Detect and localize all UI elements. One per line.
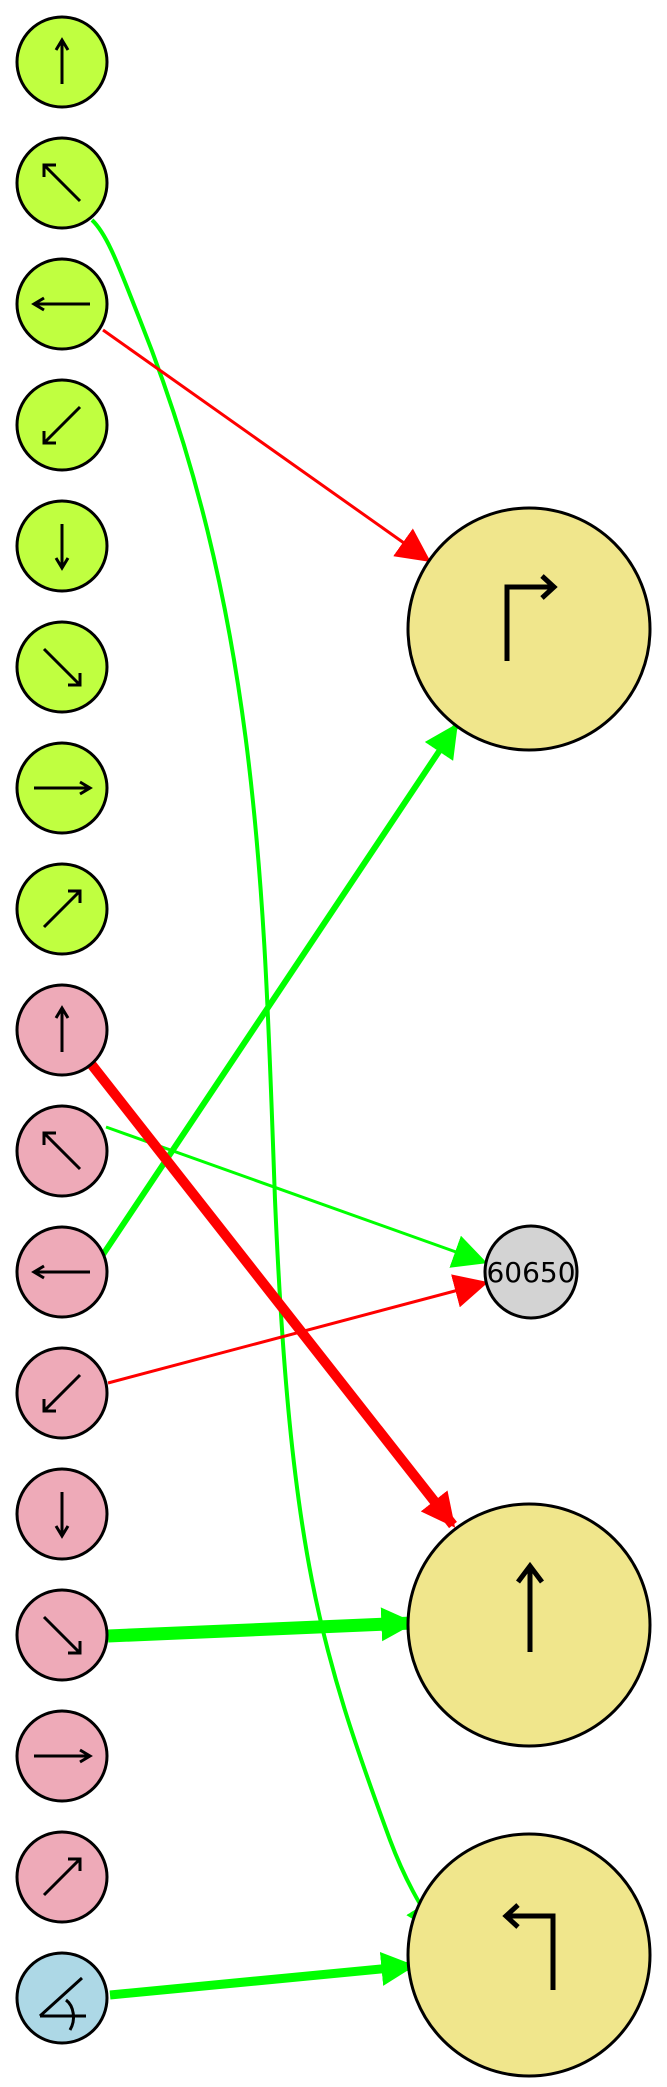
node-green-down-right: [15, 620, 109, 714]
node-pink-up-left: [15, 1104, 109, 1198]
node-blue-angle: [15, 1951, 109, 2045]
arrow-down-icon: [54, 1492, 70, 1539]
arrow-up-left-icon: [42, 1131, 82, 1171]
edge-green-pink-downright-to-up: [107, 1607, 416, 1643]
arrow-up-left-icon: [42, 163, 82, 203]
arrow-down-left-icon: [42, 1373, 82, 1413]
node-green-up-right: [15, 862, 109, 956]
node-gray-60650: 60650: [483, 1224, 579, 1320]
edge-green-pink-upleft-to-gray: [105, 1125, 488, 1268]
arrow-right-icon: [34, 780, 93, 796]
arrow-down-left-icon: [42, 405, 82, 445]
edge-red-pink-up-to-up: [84, 1056, 457, 1529]
arrow-right-icon: [34, 1748, 93, 1764]
arrow-down-right-icon: [42, 647, 82, 687]
edge-green-pink-left-to-turn-right: [91, 723, 459, 1270]
node-green-up: [15, 15, 109, 109]
node-green-up-left: [15, 136, 109, 230]
arrow-up-icon: [516, 1561, 544, 1652]
node-pink-up: [15, 983, 109, 1077]
turn-right-arrow-icon: [504, 574, 558, 661]
arrow-down-right-icon: [42, 1615, 82, 1655]
node-pink-right: [15, 1709, 109, 1803]
edge-green-angle-to-turn-left: [109, 1952, 416, 2000]
node-yellow-turn-right: [406, 506, 652, 752]
edges-layer: [84, 218, 489, 2000]
node-gray-label: 60650: [486, 1256, 575, 1289]
node-yellow-turn-left: [406, 1832, 652, 2078]
arrow-up-icon: [54, 37, 70, 84]
node-pink-down-right: [15, 1588, 109, 1682]
arrow-left-icon: [31, 296, 90, 312]
arrow-up-icon: [54, 1005, 70, 1052]
arrow-down-icon: [54, 524, 70, 571]
edge-green-upleft-to-turn-left: [90, 218, 439, 1935]
node-pink-left: [15, 1225, 109, 1319]
node-yellow-up: [406, 1502, 652, 1748]
arrow-up-right-icon: [42, 889, 82, 929]
edge-red-left-to-turn-right: [102, 328, 431, 562]
angle-icon: [38, 1976, 86, 2031]
node-pink-up-right: [15, 1830, 109, 1924]
node-green-right: [15, 741, 109, 835]
node-green-down-left: [15, 378, 109, 472]
node-pink-down-left: [15, 1346, 109, 1440]
turn-left-arrow-icon: [502, 1903, 556, 1990]
node-green-down: [15, 499, 109, 593]
arrow-up-right-icon: [42, 1857, 82, 1897]
node-pink-down: [15, 1467, 109, 1561]
arrow-left-icon: [31, 1264, 90, 1280]
node-green-left: [15, 257, 109, 351]
